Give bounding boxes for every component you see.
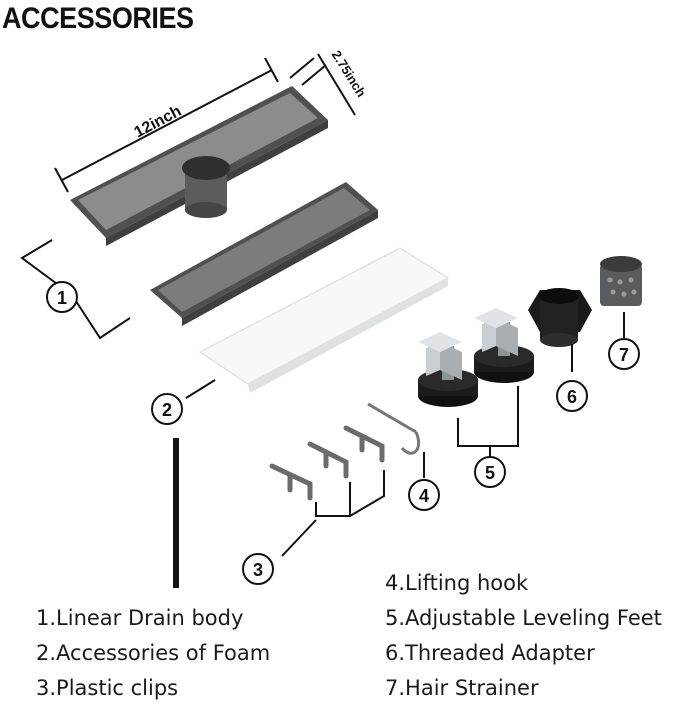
callout-4: 4 bbox=[419, 486, 429, 506]
length-dimension bbox=[54, 57, 279, 193]
lifting-hook bbox=[367, 402, 421, 455]
callout-line-2 bbox=[185, 379, 216, 399]
legend-item-2: 2.Accessories of Foam bbox=[36, 641, 271, 665]
callout-badges: 1 2 3 4 5 6 7 bbox=[46, 281, 640, 585]
callout-2: 2 bbox=[162, 400, 172, 420]
callout-6: 6 bbox=[567, 387, 577, 407]
callout-1: 1 bbox=[57, 288, 67, 308]
leveling-foot-left bbox=[418, 332, 478, 407]
callout-line-1 bbox=[20, 239, 131, 340]
width-label: 2.75inch bbox=[329, 48, 369, 100]
callout-5: 5 bbox=[485, 463, 495, 483]
width-dimension bbox=[289, 53, 356, 116]
length-label: 12inch bbox=[132, 103, 185, 142]
page-title: ACCESSORIES bbox=[2, 2, 194, 35]
linear-drain-body bbox=[70, 86, 328, 246]
legend-item-1: 1.Linear Drain body bbox=[36, 606, 244, 630]
callout-line-5 bbox=[457, 386, 519, 456]
callout-3: 3 bbox=[253, 560, 263, 580]
legend-item-7: 7.Hair Strainer bbox=[385, 676, 539, 700]
callout-line-3 bbox=[281, 470, 385, 557]
hair-strainer bbox=[600, 256, 642, 306]
leveling-foot-right bbox=[474, 308, 534, 383]
plastic-clips bbox=[269, 425, 385, 501]
threaded-adapter bbox=[528, 288, 592, 347]
callout-7: 7 bbox=[619, 345, 629, 365]
legend-item-5: 5.Adjustable Leveling Feet bbox=[385, 606, 662, 630]
drain-grate bbox=[150, 182, 378, 326]
legend-item-3: 3.Plastic clips bbox=[36, 676, 179, 700]
legend-item-4: 4.Lifting hook bbox=[385, 571, 529, 595]
foam-pad bbox=[198, 247, 450, 393]
legend-item-6: 6.Threaded Adapter bbox=[385, 641, 595, 665]
